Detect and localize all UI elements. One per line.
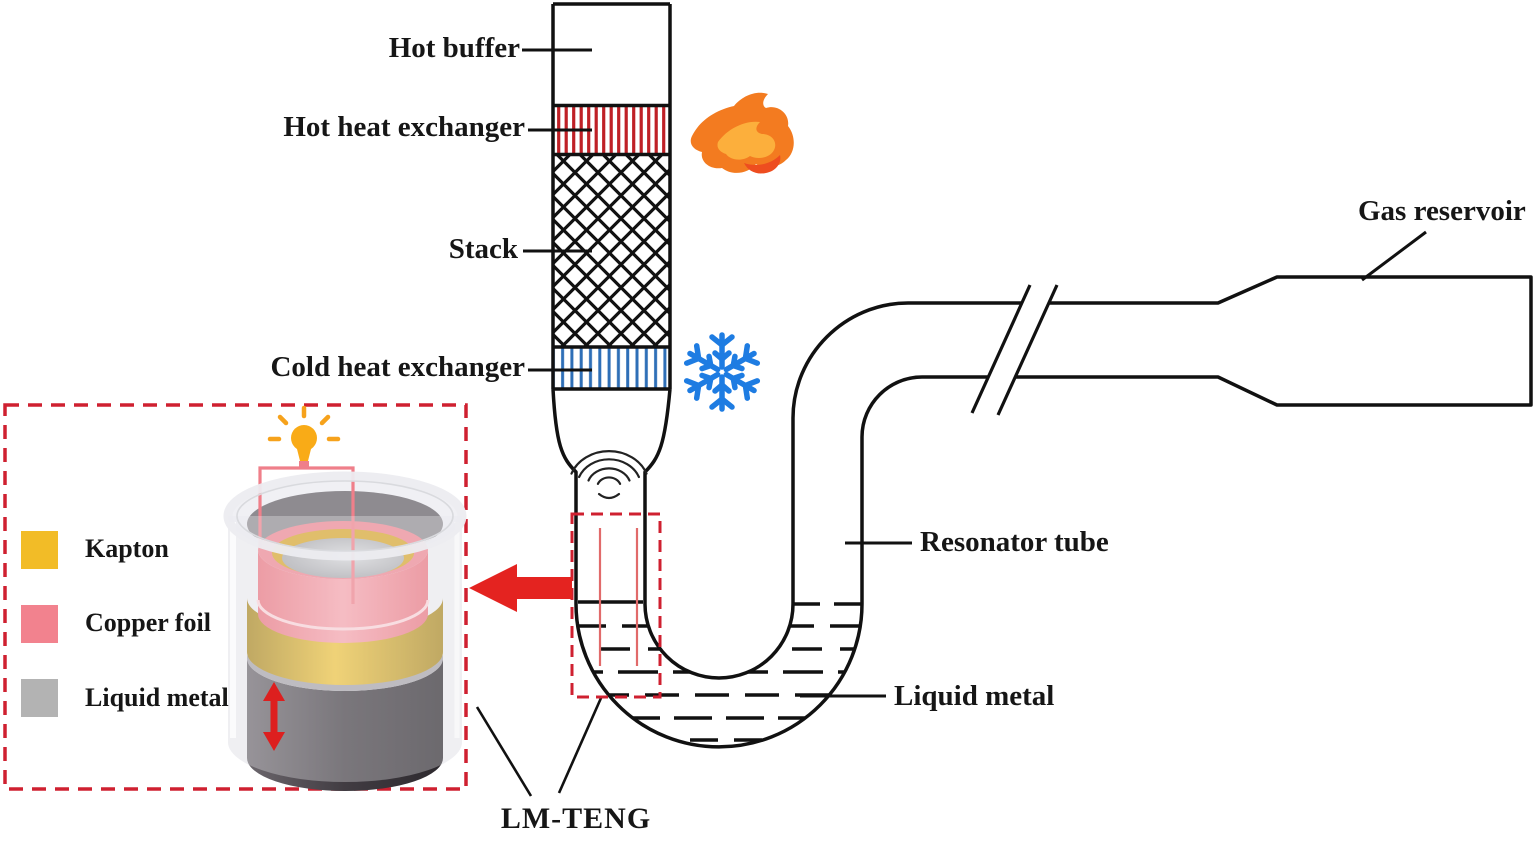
legend-label-kapton: Kapton xyxy=(85,534,169,563)
electrode-lines xyxy=(598,528,639,666)
liquid-metal-cylinder xyxy=(247,658,443,791)
engine-tube-outline xyxy=(551,2,1533,749)
resonator-u-tube-path xyxy=(551,275,1533,749)
sound-wave-icon xyxy=(570,450,648,500)
lm-teng-region-box xyxy=(570,512,662,699)
pipe-break-icon xyxy=(970,284,1059,416)
lightbulb-icon xyxy=(267,405,341,468)
leader-lines xyxy=(475,48,1427,797)
lm-teng-inset-illustration xyxy=(223,405,467,791)
legend-label-copper-foil: Copper foil xyxy=(85,608,211,637)
legend-swatch-liquid-metal xyxy=(21,679,58,717)
label-resonator-tube: Resonator tube xyxy=(920,526,1109,558)
label-hot-heat-exchanger: Hot heat exchanger xyxy=(283,111,525,143)
vibration-arrow-icon xyxy=(263,682,285,751)
red-arrow-icon xyxy=(469,564,572,612)
legend-swatch-kapton xyxy=(21,531,58,569)
detail-inset-box xyxy=(3,403,468,791)
label-cold-heat-exchanger: Cold heat exchanger xyxy=(270,351,525,383)
snowflake-icon xyxy=(683,332,761,412)
label-hot-buffer: Hot buffer xyxy=(388,32,520,64)
copper-foil-band xyxy=(258,550,428,643)
legend-label-liquid-metal: Liquid metal xyxy=(85,683,229,712)
label-lm-teng: LM-TENG xyxy=(500,802,652,835)
label-stack: Stack xyxy=(448,233,518,265)
liquid-metal-fill xyxy=(576,600,862,742)
label-liquid-metal: Liquid metal xyxy=(894,680,1055,712)
legend-swatch-copper-foil xyxy=(21,605,58,643)
label-gas-reservoir: Gas reservoir xyxy=(1358,195,1526,227)
flame-icon xyxy=(690,92,794,174)
